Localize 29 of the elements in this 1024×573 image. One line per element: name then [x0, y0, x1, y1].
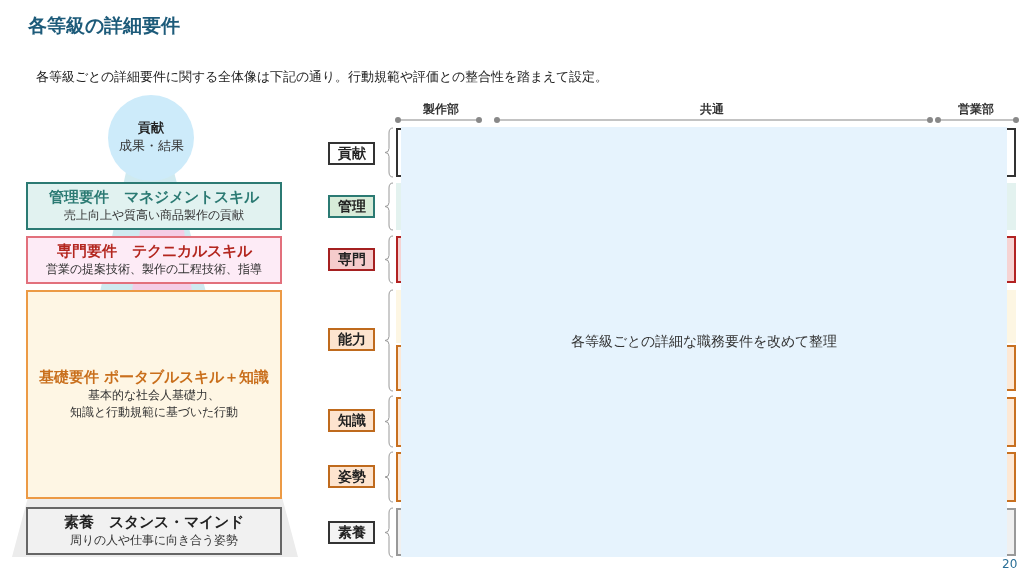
box-description: 周りの人や仕事に向き合う姿勢 [69, 532, 239, 549]
slide-title: 各等級の詳細要件 [28, 13, 180, 38]
box-description: 売上向上や質高い商品製作の貢献 [63, 207, 245, 224]
category-tag: 貢献 [328, 142, 375, 165]
column-header: 共通 [700, 101, 724, 118]
category-tag: 素養 [328, 521, 375, 544]
box-description: 基本的な社会人基礎力、知識と行動規範に基づいた行動 [69, 387, 239, 421]
requirement-box [26, 182, 282, 230]
box-heading: 素養 スタンス・マインド [64, 513, 244, 532]
box-heading: 専門要件 テクニカルスキル [56, 242, 252, 261]
lead-text: 各等級ごとの詳細要件に関する全体像は下記の通り。行動規範や評価との整合性を踏まえて設定。 [36, 68, 608, 86]
category-tag: 管理 [328, 195, 375, 218]
category-tag: 知識 [328, 409, 375, 432]
category-tag: 姿勢 [328, 465, 375, 488]
overlay-panel [401, 127, 1007, 557]
circle-heading: 貢献 [138, 120, 164, 138]
requirement-box [26, 290, 282, 499]
box-heading: 基礎要件 ポータブルスキル＋知識 [38, 368, 270, 388]
category-tag: 能力 [328, 328, 375, 351]
column-header: 営業部 [958, 101, 994, 118]
panel-text: 各等級ごとの詳細な職務要件を改めて整理 [571, 333, 837, 351]
requirement-box [26, 236, 282, 284]
circle-text: 成果・結果 [118, 137, 184, 156]
requirement-box [26, 507, 282, 555]
box-heading: 管理要件 マネジメントスキル [49, 188, 259, 207]
category-tag: 専門 [328, 248, 375, 271]
box-description: 営業の提案技術、製作の工程技術、指導 [45, 261, 263, 278]
column-header: 製作部 [423, 101, 459, 118]
page-number: 20 [1002, 557, 1018, 571]
